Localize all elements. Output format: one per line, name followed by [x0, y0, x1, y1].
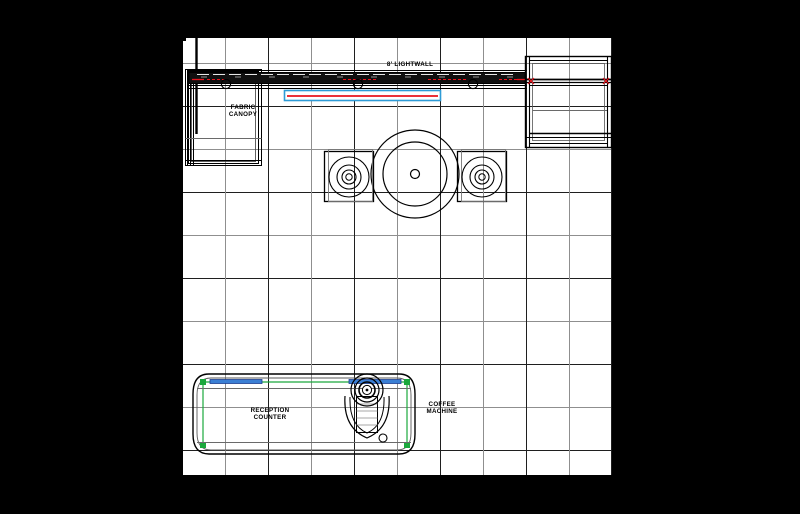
back-counter[interactable] — [524, 55, 612, 149]
label-lightwall: 8' LIGHTWALL — [386, 61, 434, 68]
stool-left[interactable] — [323, 149, 375, 203]
grid-layer — [183, 38, 612, 475]
floor-plan-drawing[interactable] — [183, 38, 612, 475]
label-reception-counter: RECEPTION COUNTER — [250, 407, 290, 422]
lightwall-graphic-panel[interactable] — [283, 89, 442, 102]
round-table[interactable] — [370, 129, 460, 219]
coffee-machine[interactable] — [344, 373, 390, 443]
label-fabric-canopy: FABRIC CANOPY — [228, 104, 258, 119]
stool-right[interactable] — [456, 149, 508, 203]
lightwall[interactable] — [187, 70, 527, 90]
label-coffee-machine: COFFEE MACHINE — [426, 401, 458, 416]
drawing-canvas[interactable]: 8' LIGHTWALL FABRIC CANOPY RECEPTION COU… — [183, 38, 612, 475]
